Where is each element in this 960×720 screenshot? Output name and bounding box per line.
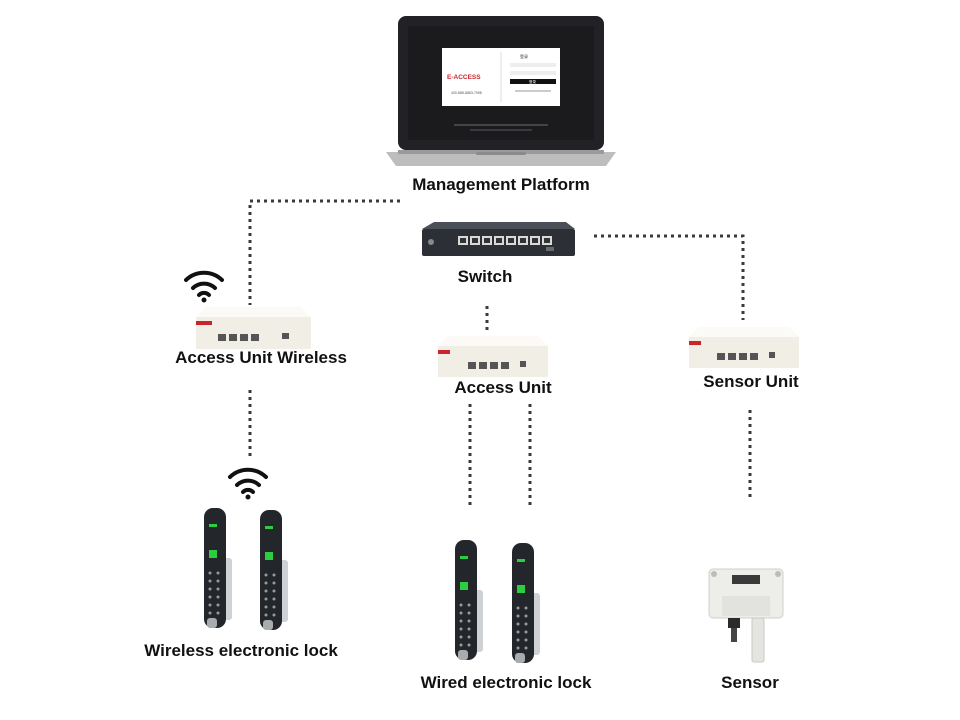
port-icon (251, 334, 259, 341)
screen-login-button: 登录 (529, 79, 537, 84)
network-switch-icon (422, 222, 575, 256)
port-icon (750, 353, 758, 360)
connector-platform-to-access-unit-wireless (248, 199, 400, 305)
laptop-icon: E-ACCESS 400-888-8883-7998 登录 登录 (386, 16, 616, 166)
electronic-lock-icon (455, 540, 483, 660)
access-unit-icon (438, 336, 548, 377)
port-icon (229, 334, 237, 341)
sensor-unit-icon (689, 327, 799, 368)
port-icon (501, 362, 509, 369)
sensor-icon (708, 568, 784, 663)
connector-switch-to-sensor-unit (594, 234, 745, 320)
port-icon (739, 353, 747, 360)
wifi-icon (228, 467, 268, 500)
wifi-icon (184, 270, 224, 303)
port-icon (240, 334, 248, 341)
label-sensor: Sensor (721, 673, 779, 692)
label-sensor-unit: Sensor Unit (703, 372, 799, 391)
label-management-platform: Management Platform (412, 175, 590, 194)
connectors (248, 199, 752, 505)
label-wired-electronic-lock: Wired electronic lock (420, 673, 592, 692)
label-switch: Switch (457, 267, 513, 286)
electronic-lock-icon (204, 508, 232, 628)
port-icon (218, 334, 226, 341)
port-icon (490, 362, 498, 369)
electronic-lock-icon (260, 510, 288, 630)
port-icon (717, 353, 725, 360)
port-icon (728, 353, 736, 360)
label-access-unit: Access Unit (454, 378, 552, 397)
electronic-locks (204, 508, 540, 663)
screen-phone: 400-888-8883-7998 (451, 91, 482, 95)
port-icon (468, 362, 476, 369)
access-unit-icon (196, 307, 311, 349)
label-wireless-electronic-lock: Wireless electronic lock (144, 641, 338, 660)
electronic-lock-icon (512, 543, 540, 663)
screen-logo: E-ACCESS (447, 74, 481, 81)
screen-login-title: 登录 (520, 53, 528, 59)
port-icon (479, 362, 487, 369)
label-access-unit-wireless: Access Unit Wireless (175, 348, 347, 367)
